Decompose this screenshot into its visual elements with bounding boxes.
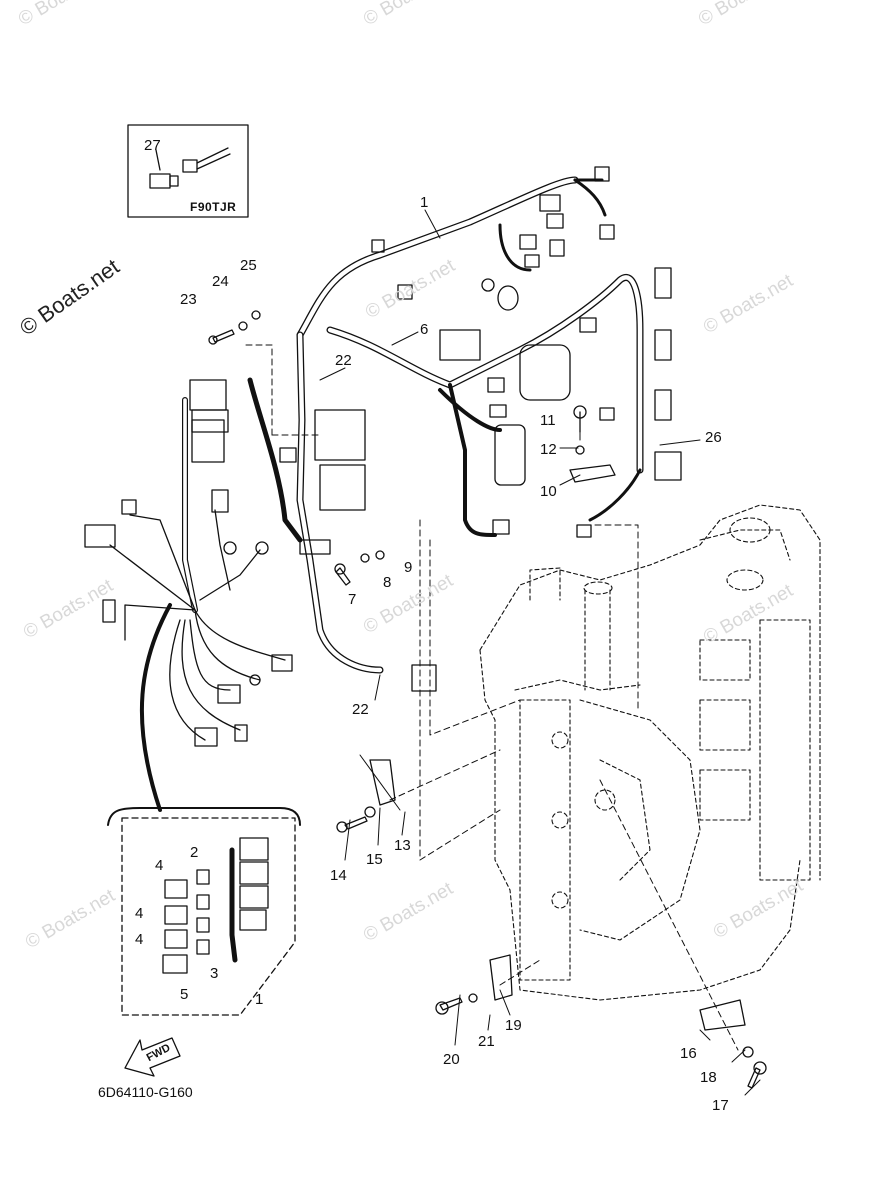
left-harness <box>84 379 293 747</box>
relay-icons <box>162 837 269 974</box>
callout-24: 24 <box>212 273 229 290</box>
callout-4: 4 <box>155 857 164 874</box>
fwd-arrow-icon <box>124 1037 181 1077</box>
callout-26: 26 <box>705 429 722 446</box>
callout-11: 11 <box>540 412 556 429</box>
callout-16: 16 <box>680 1045 697 1062</box>
callout-25: 25 <box>240 257 257 274</box>
part-code: 6D64110-G160 <box>98 1084 193 1100</box>
callout-2: 2 <box>190 844 199 861</box>
inset-leader <box>139 603 172 812</box>
callout-7: 7 <box>348 591 357 608</box>
callout-8: 8 <box>383 574 392 591</box>
callout-22: 22 <box>352 701 369 718</box>
callout-23: 23 <box>180 291 197 308</box>
callout-12: 12 <box>540 441 557 458</box>
fasteners <box>208 310 767 1089</box>
harness-connectors <box>279 166 682 692</box>
callout-13: 13 <box>394 837 411 854</box>
callout-20: 20 <box>443 1051 460 1068</box>
callout-10: 10 <box>540 483 557 500</box>
inset-model-label: F90TJR <box>190 200 237 214</box>
callout-9: 9 <box>404 559 413 576</box>
main-harness <box>247 176 644 674</box>
callout-18: 18 <box>700 1069 717 1086</box>
callout-1: 1 <box>420 194 429 211</box>
callout-14: 14 <box>330 867 347 884</box>
callout-6: 6 <box>420 321 429 338</box>
inset-box <box>127 124 249 218</box>
callout-22: 22 <box>335 352 352 369</box>
engine-block <box>479 504 821 1001</box>
callout-15: 15 <box>366 851 383 868</box>
callout-4: 4 <box>135 931 144 948</box>
callout-1: 1 <box>255 991 264 1008</box>
callout-17: 17 <box>712 1097 729 1114</box>
dashed-guides <box>244 344 739 1051</box>
callout-21: 21 <box>478 1033 495 1050</box>
callout-3: 3 <box>210 965 219 982</box>
inset-connector-icon <box>149 147 231 189</box>
callout-19: 19 <box>505 1017 522 1034</box>
relay-inset-box <box>121 817 296 1016</box>
callout-4: 4 <box>135 905 144 922</box>
inset-part-number: 27 <box>144 137 161 154</box>
callout-5: 5 <box>180 986 189 1003</box>
